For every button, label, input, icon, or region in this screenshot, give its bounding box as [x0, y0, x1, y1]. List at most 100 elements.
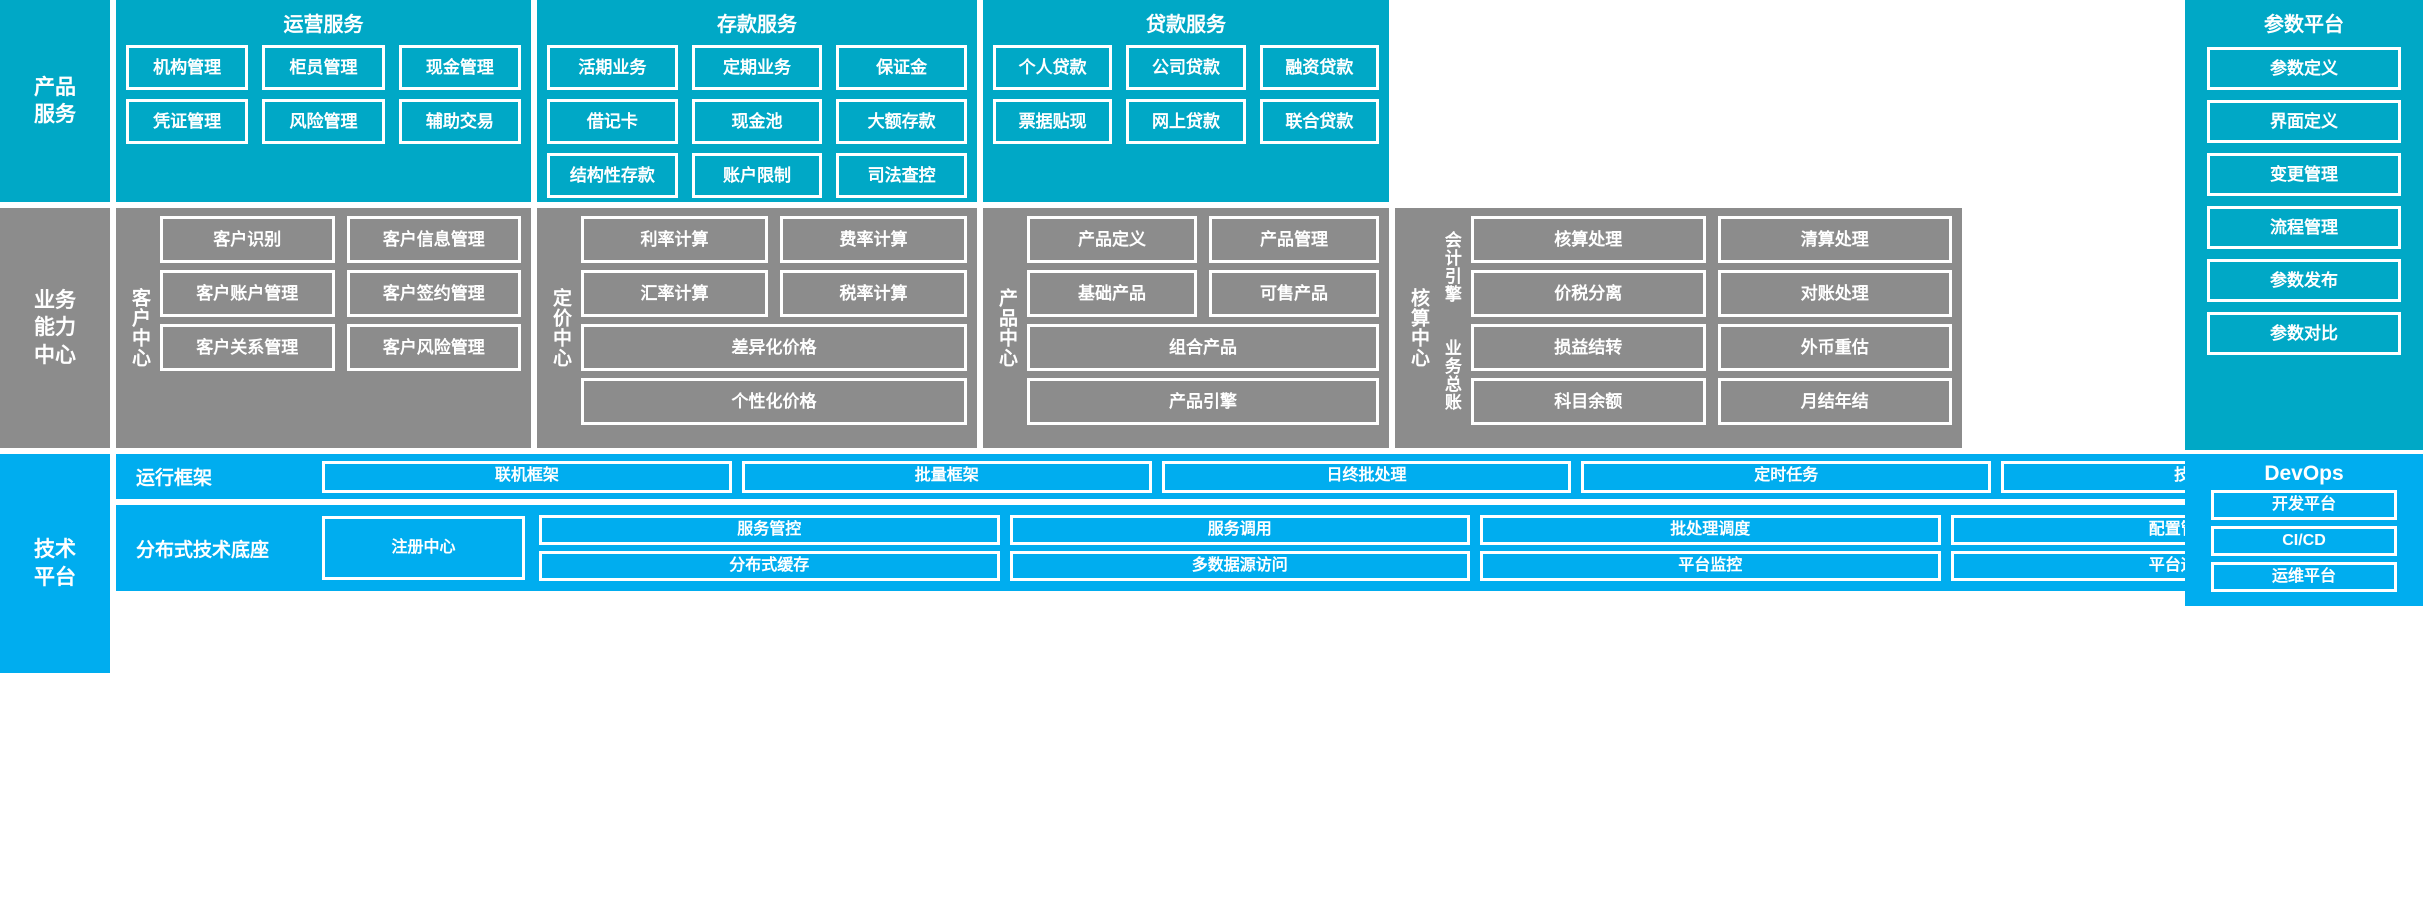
tile-scheduled-task[interactable]: 定时任务 — [1581, 460, 1992, 493]
tile-cash-management[interactable]: 现金管理 — [398, 45, 521, 90]
tile-teller-management[interactable]: 柜员管理 — [262, 45, 385, 90]
tile-org-management[interactable]: 机构管理 — [126, 45, 249, 90]
tile-product-management[interactable]: 产品管理 — [1209, 216, 1379, 263]
tile-dev-platform[interactable]: 开发平台 — [2211, 490, 2397, 520]
panel-title-operation-services: 运营服务 — [283, 14, 364, 36]
tile-time-deposit[interactable]: 定期业务 — [691, 45, 823, 90]
tile-grid-loan-services: 个人贷款 公司贷款 融资贷款 票据贴现 网上贷款 联合贷款 — [993, 45, 1379, 192]
tile-grid-customer-center: 客户识别 客户信息管理 客户账户管理 客户签约管理 客户关系管理 客户风险管理 — [160, 216, 521, 371]
tile-interface-definition[interactable]: 界面定义 — [2207, 100, 2401, 143]
tile-account-restriction[interactable]: 账户限制 — [691, 153, 823, 198]
tile-corporate-loan[interactable]: 公司贷款 — [1126, 45, 1246, 90]
tile-online-loan[interactable]: 网上贷款 — [1126, 99, 1246, 144]
panel-operation-services: 运营服务 机构管理 柜员管理 现金管理 凭证管理 风险管理 辅助交易 — [116, 0, 531, 202]
tile-grid-runtime-framework: 联机框架 批量框架 日终批处理 定时任务 技术组件 — [322, 460, 2411, 493]
tile-account-balance[interactable]: 科目余额 — [1471, 378, 1706, 425]
vlabel-accounting-engine: 会计引擎 — [1441, 230, 1461, 303]
tile-grid-accounting-engine: 核算处理 清算处理 价税分离 对账处理 — [1471, 216, 1952, 317]
panel-accounting-center: 核算中心 会计引擎 核算处理 清算处理 价税分离 对账处理 业务总账 损益结转 … — [1395, 208, 1962, 448]
panel-deposit-services: 存款服务 活期业务 定期业务 保证金 借记卡 现金池 大额存款 结构性存款 账户… — [537, 0, 977, 202]
tile-grid-product-center: 产品定义 产品管理 基础产品 可售产品 — [1027, 216, 1379, 317]
tile-interest-rate-calc[interactable]: 利率计算 — [581, 216, 768, 263]
tile-product-engine[interactable]: 产品引擎 — [1027, 378, 1379, 425]
tile-large-deposit[interactable]: 大额存款 — [836, 99, 967, 144]
tile-syndicated-loan[interactable]: 联合贷款 — [1259, 99, 1379, 144]
tile-registry-center[interactable]: 注册中心 — [322, 516, 525, 580]
tile-foreign-currency-revaluation[interactable]: 外币重估 — [1717, 324, 1952, 371]
tile-bill-discount[interactable]: 票据贴现 — [993, 99, 1113, 144]
tile-profit-loss-carryover[interactable]: 损益结转 — [1471, 324, 1706, 371]
tile-sellable-product[interactable]: 可售产品 — [1209, 270, 1379, 317]
tile-service-governance[interactable]: 服务管控 — [539, 515, 1000, 545]
tile-tax-rate-calc[interactable]: 税率计算 — [780, 270, 967, 317]
tile-voucher-management[interactable]: 凭证管理 — [126, 99, 249, 144]
body-pricing-center: 利率计算 费率计算 汇率计算 税率计算 差异化价格 个性化价格 — [581, 216, 967, 440]
row-label-product-services: 产品服务 — [0, 0, 110, 202]
tile-exchange-rate-calc[interactable]: 汇率计算 — [581, 270, 768, 317]
tile-grid-pricing-center: 利率计算 费率计算 汇率计算 税率计算 — [581, 216, 967, 317]
tile-multi-datasource-access[interactable]: 多数据源访问 — [1009, 551, 1470, 581]
tile-customer-risk-management[interactable]: 客户风险管理 — [346, 324, 521, 371]
tile-auxiliary-transaction[interactable]: 辅助交易 — [398, 99, 521, 144]
vlabel-customer-center: 客户中心 — [128, 288, 150, 368]
row-label-business-capability: 业务能力中心 — [0, 208, 110, 448]
tile-price-tax-separation[interactable]: 价税分离 — [1471, 270, 1706, 317]
tile-customer-relation-management[interactable]: 客户关系管理 — [160, 324, 335, 371]
tile-accounting-processing[interactable]: 核算处理 — [1471, 216, 1706, 263]
tile-reconciliation-processing[interactable]: 对账处理 — [1717, 270, 1952, 317]
tile-personal-loan[interactable]: 个人贷款 — [993, 45, 1113, 90]
row-label-product-services-text: 产品服务 — [34, 75, 76, 126]
tile-composite-product[interactable]: 组合产品 — [1027, 324, 1379, 371]
tile-customer-info-management[interactable]: 客户信息管理 — [346, 216, 521, 263]
tile-customer-account-management[interactable]: 客户账户管理 — [160, 270, 335, 317]
tile-product-definition[interactable]: 产品定义 — [1027, 216, 1197, 263]
tile-demand-deposit[interactable]: 活期业务 — [547, 45, 678, 90]
tile-structured-deposit[interactable]: 结构性存款 — [547, 153, 678, 198]
panel-title-loan-services: 贷款服务 — [1146, 14, 1226, 36]
tile-batch-framework[interactable]: 批量框架 — [741, 460, 1152, 493]
tile-settlement-processing[interactable]: 清算处理 — [1717, 216, 1952, 263]
tile-personalized-pricing[interactable]: 个性化价格 — [581, 378, 967, 425]
row-product-services: 产品服务 运营服务 机构管理 柜员管理 现金管理 凭证管理 风险管理 辅助交易 … — [0, 0, 2423, 202]
strip-distributed-foundation: 分布式技术底座 注册中心 服务管控 服务调用 批处理调度 配置管理 分布式缓存 … — [116, 505, 2423, 591]
registry-center-wrapper: 注册中心 — [322, 516, 525, 580]
tile-eod-batch-processing[interactable]: 日终批处理 — [1161, 460, 1572, 493]
row-label-business-capability-text: 业务能力中心 — [34, 289, 76, 367]
tile-basic-product[interactable]: 基础产品 — [1027, 270, 1197, 317]
tile-online-framework[interactable]: 联机框架 — [322, 460, 732, 493]
body-product-center: 产品定义 产品管理 基础产品 可售产品 组合产品 产品引擎 — [1027, 216, 1379, 440]
tile-customer-identification[interactable]: 客户识别 — [160, 216, 335, 263]
body-accounting-center: 会计引擎 核算处理 清算处理 价税分离 对账处理 业务总账 损益结转 外币重估 … — [1439, 216, 1952, 440]
tile-debit-card[interactable]: 借记卡 — [547, 99, 678, 144]
tile-fee-rate-calc[interactable]: 费率计算 — [780, 216, 967, 263]
tile-service-invocation[interactable]: 服务调用 — [1009, 515, 1470, 545]
tile-differentiated-pricing[interactable]: 差异化价格 — [581, 324, 967, 371]
tile-ci-cd[interactable]: CI/CD — [2211, 526, 2397, 556]
tile-platform-monitoring[interactable]: 平台监控 — [1480, 551, 1941, 581]
tile-process-management[interactable]: 流程管理 — [2207, 206, 2401, 249]
tile-cash-pool[interactable]: 现金池 — [691, 99, 823, 144]
tile-parameter-publish[interactable]: 参数发布 — [2207, 259, 2401, 302]
tile-risk-management[interactable]: 风险管理 — [262, 99, 385, 144]
body-customer-center: 客户识别 客户信息管理 客户账户管理 客户签约管理 客户关系管理 客户风险管理 — [160, 216, 521, 440]
tile-batch-scheduling[interactable]: 批处理调度 — [1480, 515, 1941, 545]
tile-distributed-cache[interactable]: 分布式缓存 — [539, 551, 1000, 581]
tile-grid-general-ledger: 损益结转 外币重估 科目余额 月结年结 — [1471, 324, 1952, 425]
tile-parameter-definition[interactable]: 参数定义 — [2207, 47, 2401, 90]
tile-month-year-end-closing[interactable]: 月结年结 — [1717, 378, 1952, 425]
panel-parameter-platform: 参数平台 参数定义 界面定义 变更管理 流程管理 参数发布 参数对比 — [2185, 0, 2423, 450]
tile-customer-contract-management[interactable]: 客户签约管理 — [346, 270, 521, 317]
tile-grid-operation-services: 机构管理 柜员管理 现金管理 凭证管理 风险管理 辅助交易 — [126, 45, 521, 192]
tile-ops-platform[interactable]: 运维平台 — [2211, 562, 2397, 592]
tile-judicial-control[interactable]: 司法查控 — [836, 153, 967, 198]
tile-change-management[interactable]: 变更管理 — [2207, 153, 2401, 196]
panel-title-parameter-platform: 参数平台 — [2264, 14, 2344, 36]
tile-margin-deposit[interactable]: 保证金 — [836, 45, 967, 90]
panel-devops: DevOps 开发平台 CI/CD 运维平台 — [2185, 456, 2423, 606]
tile-parameter-compare[interactable]: 参数对比 — [2207, 312, 2401, 355]
tile-financing-loan[interactable]: 融资贷款 — [1259, 45, 1379, 90]
row-label-technology-platform: 技术平台 — [0, 454, 110, 673]
technology-platform-strips: 运行框架 联机框架 批量框架 日终批处理 定时任务 技术组件 分布式技术底座 注… — [116, 454, 2423, 673]
subgroup-general-ledger: 业务总账 损益结转 外币重估 科目余额 月结年结 — [1439, 324, 1952, 425]
